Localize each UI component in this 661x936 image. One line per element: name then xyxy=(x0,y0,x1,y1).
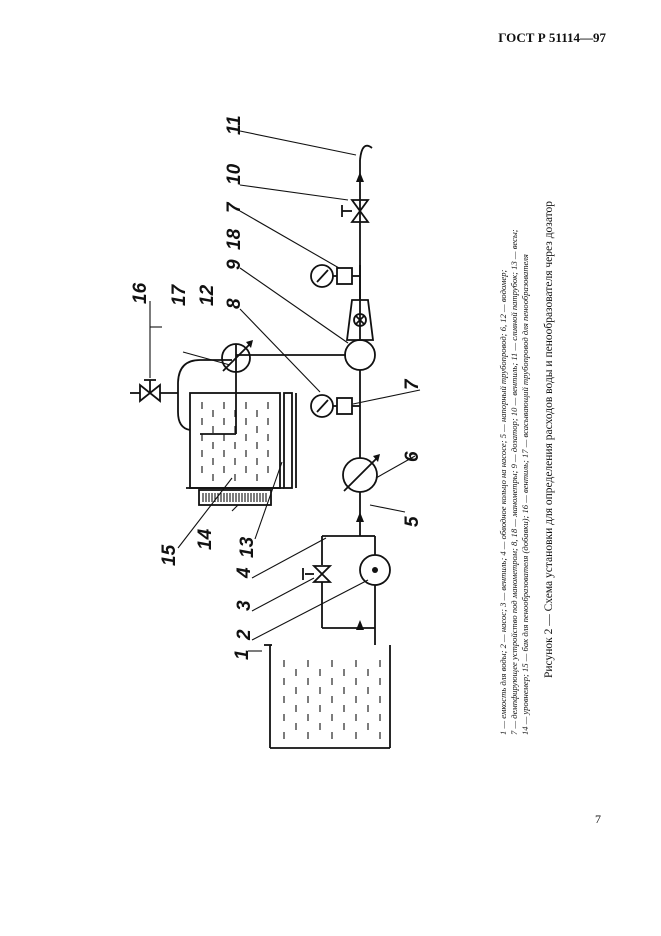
callout-14: 14 xyxy=(195,528,216,550)
document-header: ГОСТ Р 51114—97 xyxy=(498,30,606,45)
callout-6: 6 xyxy=(402,451,423,462)
legend-line: 14 — уровнемер; 15 — бак для пенообразов… xyxy=(520,254,530,735)
callout-5: 5 xyxy=(402,516,423,527)
callout-3: 3 xyxy=(234,600,255,611)
damper-gauge-8 xyxy=(310,394,360,418)
callout-2: 2 xyxy=(234,629,255,641)
foam-tank xyxy=(177,359,284,489)
main-pipeline xyxy=(356,144,376,645)
callouts: 1 2 3 4 5 6 7 8 9 18 7 10 11 16 17 12 15… xyxy=(130,115,423,660)
legend-line: 1 — емкость для воды; 2 — насос; 3 — вен… xyxy=(498,269,508,735)
scales xyxy=(283,392,297,489)
callout-11: 11 xyxy=(224,115,245,135)
water-meter xyxy=(342,454,380,493)
callout-16: 16 xyxy=(130,282,151,304)
pump xyxy=(359,554,391,586)
callout-4: 4 xyxy=(234,567,255,579)
outlet-valve xyxy=(341,199,370,223)
callout-15: 15 xyxy=(159,544,180,566)
callout-13: 13 xyxy=(237,536,258,558)
legend-line: 7 — демпфирующее устройство под манометр… xyxy=(509,229,519,735)
bypass-loop xyxy=(302,535,375,629)
callout-7-lower: 7 xyxy=(402,378,423,390)
level-gauge xyxy=(198,489,272,506)
callout-7-upper: 7 xyxy=(224,201,245,213)
suction-pipeline xyxy=(221,340,346,434)
callout-1: 1 xyxy=(232,649,253,660)
callout-18: 18 xyxy=(224,228,245,250)
callout-17: 17 xyxy=(169,283,190,306)
figure-caption: Рисунок 2 — Схема установки для определе… xyxy=(543,200,555,678)
callout-12: 12 xyxy=(197,284,218,306)
callout-8: 8 xyxy=(224,298,245,309)
callout-9: 9 xyxy=(224,259,245,270)
water-tank xyxy=(264,644,391,749)
figure-legend: 1 — емкость для воды; 2 — насос; 3 — вен… xyxy=(498,229,531,735)
damper-gauge-18 xyxy=(310,264,360,288)
leader-lines xyxy=(149,130,421,652)
page-number: 7 xyxy=(595,812,601,826)
valve-16 xyxy=(130,379,178,403)
callout-10: 10 xyxy=(224,163,245,185)
